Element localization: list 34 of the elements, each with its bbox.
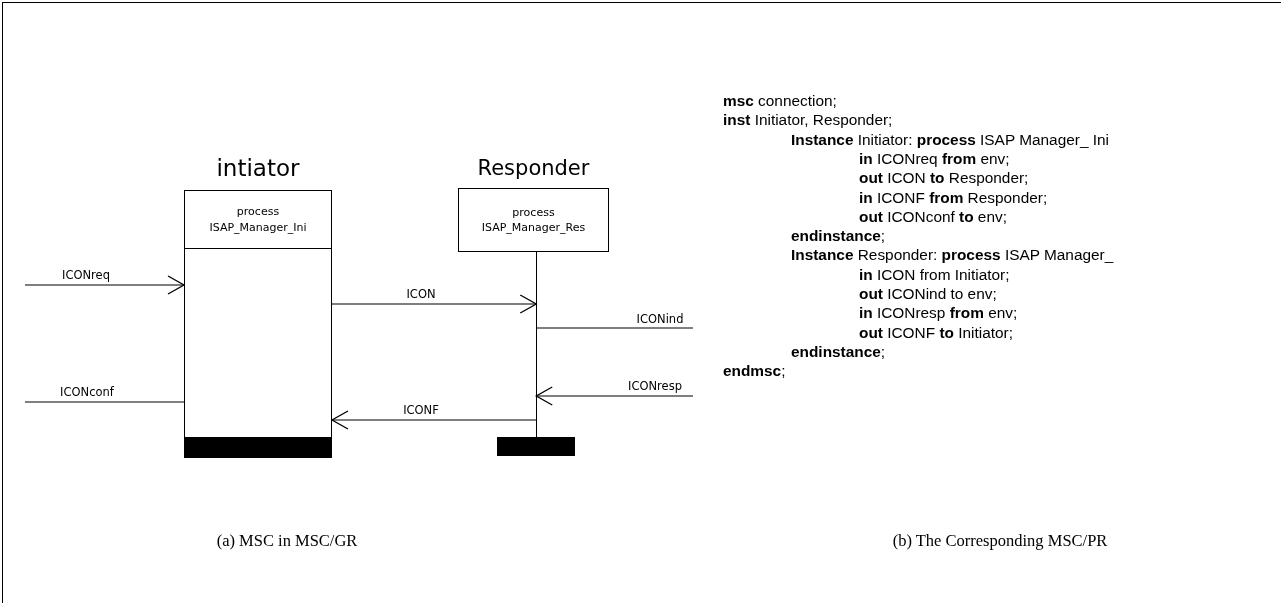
- code-line: Instance Initiator: process ISAP Manager_ Ini: [791, 130, 1109, 149]
- code-line: out ICONF to Initiator;: [859, 323, 1013, 342]
- message-arrow: [535, 386, 694, 406]
- edge-label: ICONresp: [626, 380, 684, 393]
- caption: (a) MSC in MSC/GR: [216, 531, 358, 551]
- code-line: endinstance;: [791, 342, 886, 361]
- edge-label: ICONF: [401, 404, 441, 417]
- edge-label: ICON: [404, 288, 438, 301]
- code-line: in ICON from Initiator;: [859, 265, 1010, 284]
- message-arrow: [331, 410, 537, 430]
- edge-label: ICONind: [634, 313, 686, 326]
- lifeline: [535, 252, 537, 437]
- instance-name: intiator: [215, 155, 301, 181]
- edge-label: ICONreq: [60, 269, 112, 282]
- code-line: out ICONconf to env;: [859, 207, 1007, 226]
- caption: (b) The Corresponding MSC/PR: [892, 531, 1108, 551]
- instance-end-bar: [497, 437, 575, 456]
- code-line: in ICONreq from env;: [859, 149, 1010, 168]
- message-arrow: [331, 294, 537, 314]
- process-name: process ISAP_Manager_Res: [480, 204, 587, 236]
- code-line: out ICONind to env;: [859, 285, 997, 303]
- process-name: process ISAP_Manager_Ini: [208, 204, 308, 235]
- message-arrow: [24, 275, 185, 295]
- code-line: Instance Responder: process ISAP Manager_: [791, 246, 1114, 265]
- code-line: endmsc;: [723, 362, 786, 381]
- code-line: out ICON to Responder;: [859, 169, 1029, 188]
- instance-end-bar: [184, 438, 332, 458]
- instance-name: Responder: [476, 156, 591, 180]
- code-line: in ICONresp from env;: [859, 304, 1018, 323]
- code-line: inst Initiator, Responder;: [723, 111, 893, 130]
- edge-label: ICONconf: [58, 386, 116, 399]
- code-line: in ICONF from Responder;: [859, 188, 1048, 207]
- code-line: endinstance;: [791, 227, 886, 246]
- code-line: msc connection;: [723, 92, 837, 110]
